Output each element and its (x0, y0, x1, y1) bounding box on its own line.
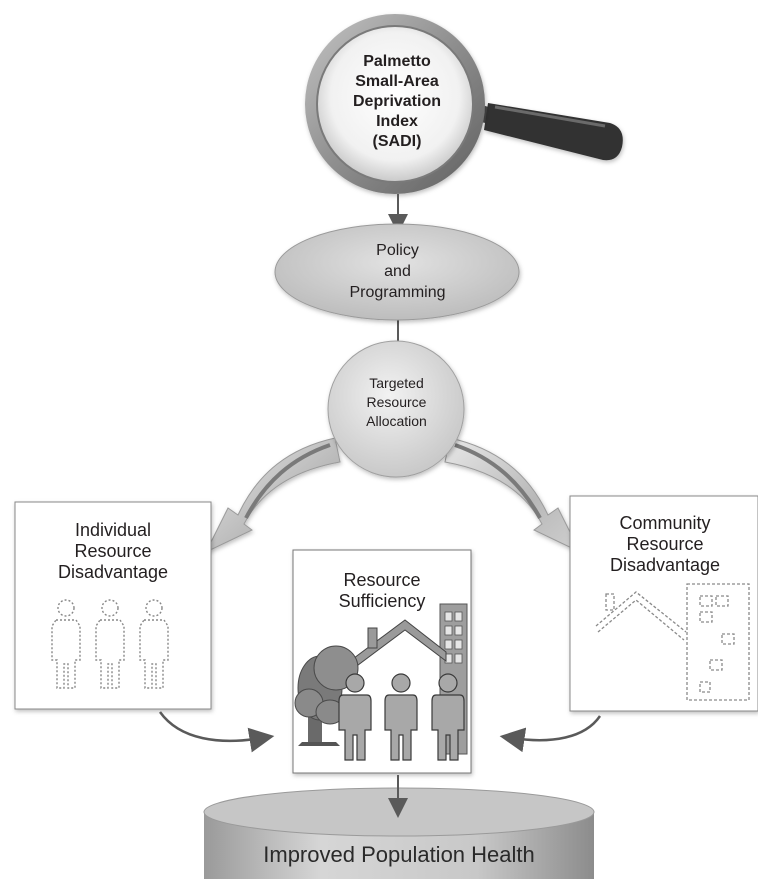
individual-label: Individual Resource Disadvantage (30, 520, 196, 583)
dotted-house-building-icon (595, 583, 750, 701)
sadi-line-5: (SADI) (372, 133, 422, 150)
community-scene-icon (294, 603, 468, 761)
outcome-label: Improved Population Health (263, 842, 535, 867)
sufficiency-label: Resource Sufficiency (303, 570, 461, 612)
community-line-2: Resource (626, 534, 704, 554)
policy-line-1: Policy (376, 242, 419, 259)
community-panel (569, 495, 758, 712)
policy-line-3: Programming (349, 284, 446, 301)
targeted-line-2: Resource (366, 394, 427, 410)
magnifier-lens-icon (305, 14, 485, 194)
arrow-individual-to-sufficiency (158, 711, 275, 753)
individual-panel (14, 501, 212, 710)
individual-line-2: Resource (74, 541, 152, 561)
policy-label: Policy and Programming (330, 240, 465, 303)
targeted-label: Targeted Resource Allocation (345, 374, 448, 431)
community-line-3: Disadvantage (609, 555, 721, 575)
targeted-circle (327, 340, 465, 478)
community-line-1: Community (619, 513, 711, 533)
magnifier-handle-icon (462, 100, 623, 161)
curved-arrow-left-icon (204, 437, 341, 554)
individual-line-3: Disadvantage (57, 562, 169, 582)
sadi-line-4: Index (376, 113, 418, 130)
sadi-title: Palmetto Small-Area Deprivation Index (S… (330, 52, 464, 152)
sadi-line-2: Small-Area (355, 73, 439, 90)
individual-line-1: Individual (74, 520, 152, 540)
community-label: Community Resource Disadvantage (585, 513, 745, 576)
sufficiency-line-1: Resource (343, 570, 421, 590)
sadi-line-3: Deprivation (352, 93, 441, 110)
sufficiency-line-2: Sufficiency (338, 591, 426, 611)
curved-arrow-right-icon (444, 437, 582, 554)
policy-ellipse (274, 223, 520, 321)
arrow-community-to-sufficiency (499, 715, 602, 753)
targeted-line-3: Allocation (366, 413, 427, 429)
dotted-people-icon (51, 599, 169, 689)
policy-line-2: and (384, 263, 411, 280)
sadi-line-1: Palmetto (363, 53, 431, 70)
targeted-line-1: Targeted (369, 375, 424, 391)
